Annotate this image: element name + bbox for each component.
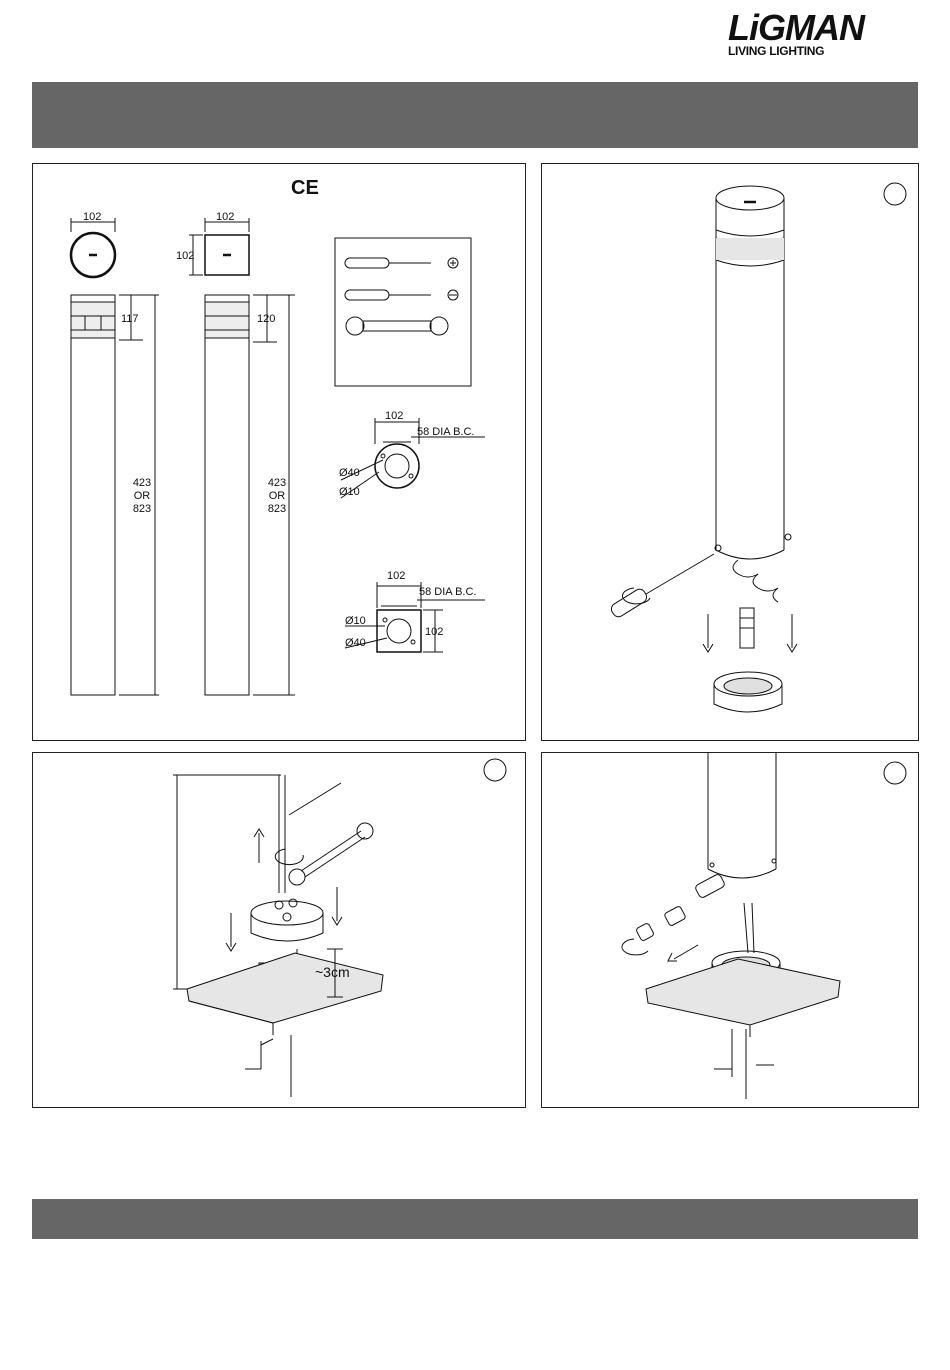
concrete-slab-illustration bbox=[187, 953, 383, 1097]
dim-base-square-hole-small: Ø10 bbox=[345, 615, 366, 627]
step-number-circle bbox=[884, 762, 906, 784]
ce-mark: CE bbox=[291, 177, 319, 199]
phillips-screwdriver-icon bbox=[345, 258, 458, 268]
base-mount-illustration bbox=[714, 672, 782, 712]
dim-base-square-hole-large: Ø40 bbox=[345, 637, 366, 649]
step-number-circle bbox=[884, 183, 906, 205]
dim-base-round-bc: 58 DIA B.C. bbox=[417, 426, 474, 438]
wrench-icon bbox=[346, 317, 448, 335]
step-install-base-panel: ~3cm bbox=[32, 752, 526, 1108]
concrete-slab-illustration bbox=[646, 959, 840, 1099]
bollard-body-illustration bbox=[716, 186, 784, 559]
down-arrow-icon bbox=[703, 614, 797, 652]
bollard-body-illustration bbox=[708, 753, 776, 878]
dim-square-height-line3: 823 bbox=[268, 503, 286, 515]
step-number-circle bbox=[484, 759, 506, 781]
brand-logo: LiGMAN LIVING LIGHTING bbox=[728, 10, 920, 58]
dim-square-height-line2: OR bbox=[269, 490, 286, 502]
step-connect-cable-panel bbox=[541, 752, 919, 1108]
flat-screwdriver-icon bbox=[345, 290, 458, 300]
footer-band bbox=[32, 1199, 918, 1239]
height-note: ~3cm bbox=[315, 964, 350, 980]
step-install-base-drawing: ~3cm bbox=[33, 753, 525, 1107]
cable-illustration bbox=[744, 903, 754, 953]
brand-tagline: LIVING LIGHTING bbox=[728, 44, 824, 58]
dim-base-square-bc: 58 DIA B.C. bbox=[419, 586, 476, 598]
dim-round-height-line3: 823 bbox=[133, 503, 151, 515]
dim-base-square-depth: 102 bbox=[425, 626, 443, 638]
base-mount-illustration bbox=[251, 899, 323, 941]
dim-square-width: 102 bbox=[216, 211, 234, 223]
dimensions-drawing: CE bbox=[33, 164, 525, 740]
dim-square-height-line1: 423 bbox=[268, 477, 286, 489]
dim-base-square-width: 102 bbox=[387, 570, 405, 582]
round-bollard-side bbox=[71, 295, 115, 695]
square-bollard-side bbox=[205, 295, 249, 695]
dim-base-round-hole-small: Ø10 bbox=[339, 486, 360, 498]
step-connect-cable-drawing bbox=[542, 753, 918, 1107]
screw-icon bbox=[715, 534, 791, 551]
dim-square-head-height: 120 bbox=[257, 313, 275, 325]
dim-round-height-line2: OR bbox=[134, 490, 151, 502]
dimensions-panel: CE bbox=[32, 163, 526, 741]
tools-box bbox=[335, 238, 471, 386]
dim-round-width: 102 bbox=[83, 211, 101, 223]
cable-illustration bbox=[279, 775, 341, 893]
step-remove-body-panel bbox=[541, 163, 919, 741]
wrench-illustration bbox=[275, 823, 373, 885]
cable-spring-illustration bbox=[733, 560, 778, 648]
up-arrow-icon bbox=[254, 829, 264, 863]
dim-base-round-hole-large: Ø40 bbox=[339, 467, 360, 479]
dim-round-head-height: 117 bbox=[121, 313, 139, 325]
brand-name: LiGMAN bbox=[728, 8, 864, 48]
dim-round-height-line1: 423 bbox=[133, 477, 151, 489]
dim-base-round-width: 102 bbox=[385, 410, 403, 422]
step-remove-body-drawing bbox=[542, 164, 918, 740]
connector-illustration bbox=[622, 873, 726, 961]
dim-square-depth: 102 bbox=[176, 250, 194, 262]
screwdriver-illustration bbox=[609, 554, 714, 619]
header-band bbox=[32, 82, 918, 148]
